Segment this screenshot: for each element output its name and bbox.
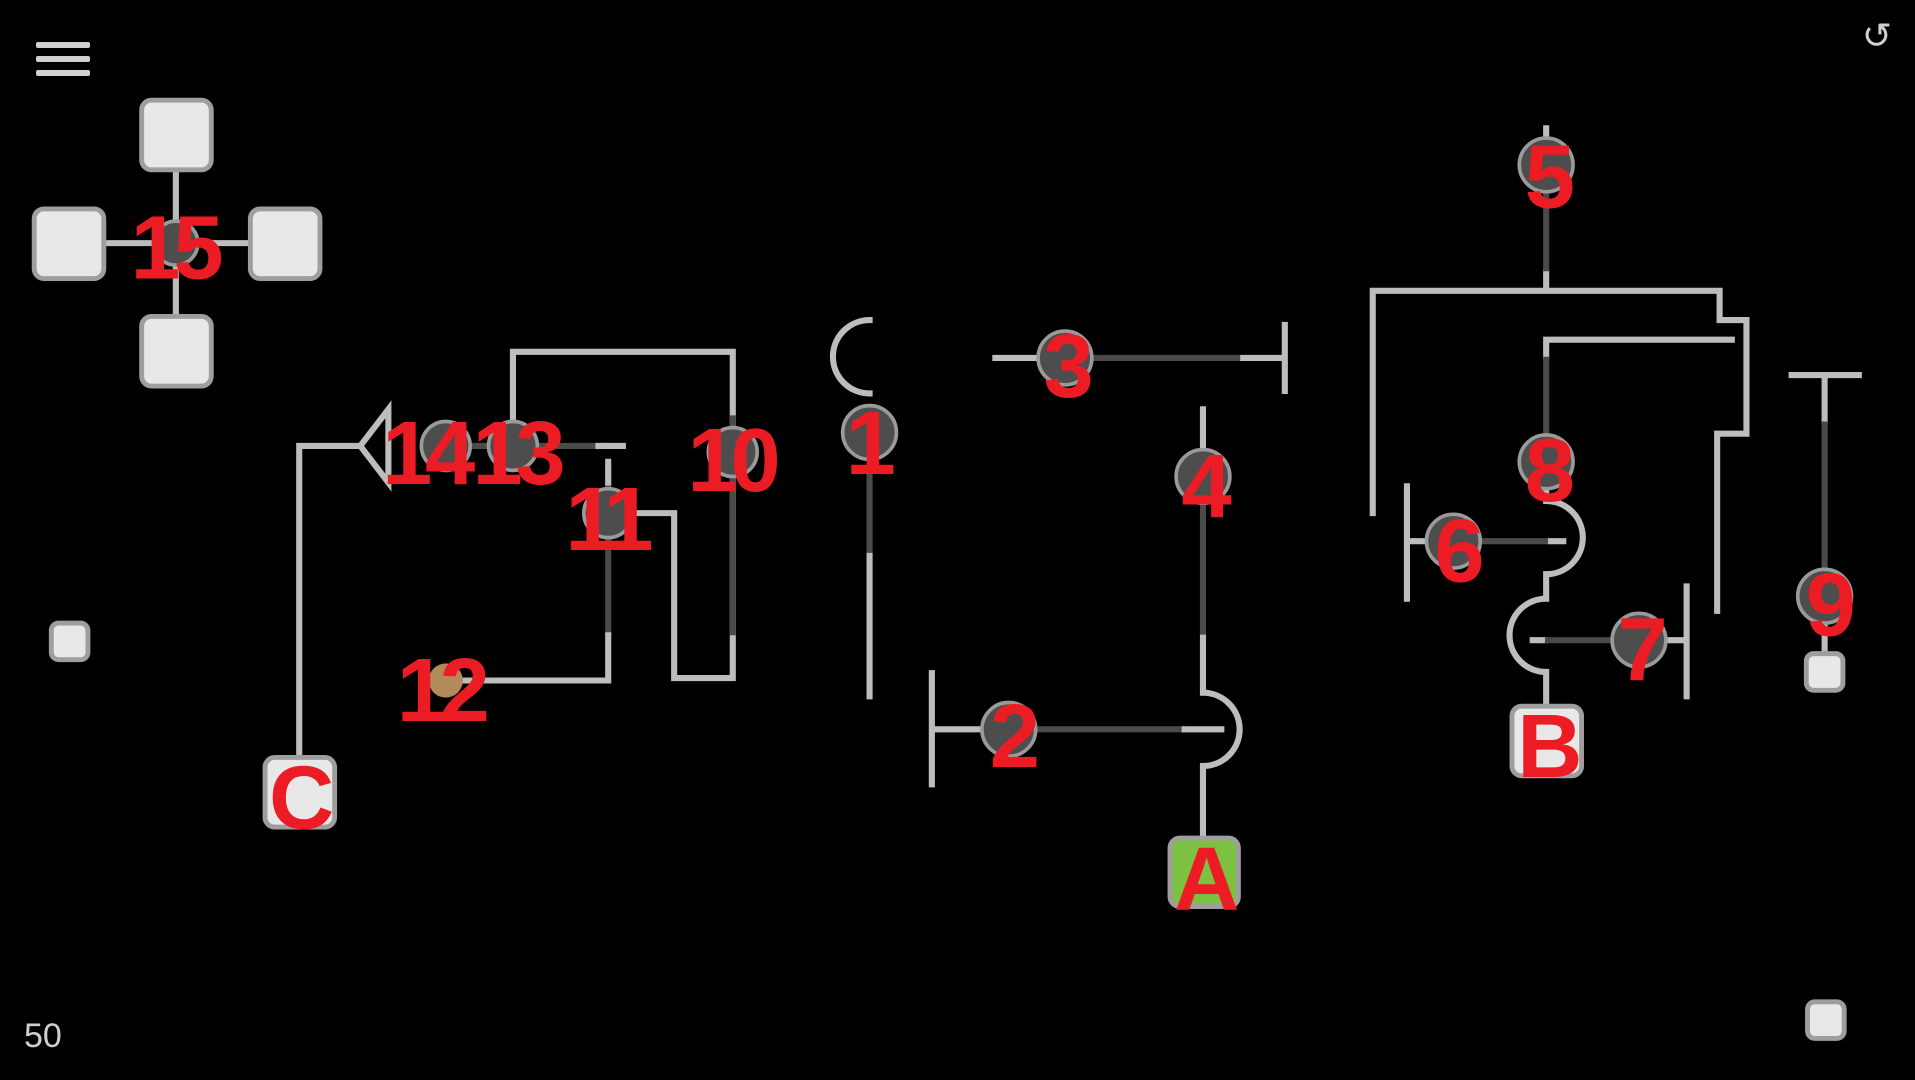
valve-12[interactable] xyxy=(428,663,463,698)
label-7: 7 xyxy=(1618,599,1665,700)
valve-11[interactable] xyxy=(581,486,635,540)
spare-box-bottom-right[interactable] xyxy=(1805,999,1847,1041)
label-13: 13 xyxy=(472,403,562,504)
endpoint-a-goal[interactable] xyxy=(1167,835,1241,909)
valve-5[interactable] xyxy=(1517,136,1575,194)
label-c: C xyxy=(269,747,332,848)
valve-7[interactable] xyxy=(1610,611,1668,669)
valve-3[interactable] xyxy=(1036,329,1094,387)
valve-9[interactable] xyxy=(1795,567,1854,625)
label-15: 15 xyxy=(130,198,221,299)
label-a: A xyxy=(1174,829,1237,930)
valve-6[interactable] xyxy=(1424,512,1483,570)
label-12: 12 xyxy=(397,640,487,741)
endpoint-c[interactable] xyxy=(262,755,338,830)
spare-box-left[interactable] xyxy=(48,620,91,663)
source-box-bottom[interactable] xyxy=(139,313,214,389)
label-5: 5 xyxy=(1525,127,1573,228)
label-8: 8 xyxy=(1525,420,1573,521)
label-3: 3 xyxy=(1044,316,1091,417)
label-2: 2 xyxy=(990,686,1037,787)
valve-15[interactable] xyxy=(152,219,200,267)
valve-4[interactable] xyxy=(1174,447,1232,506)
valve-13[interactable] xyxy=(486,419,540,473)
valve-14[interactable] xyxy=(419,419,473,473)
label-9: 9 xyxy=(1806,554,1853,655)
source-box-left[interactable] xyxy=(31,206,107,281)
hamburger-line xyxy=(36,56,90,62)
label-1: 1 xyxy=(846,393,894,494)
label-10: 10 xyxy=(687,410,777,511)
label-b: B xyxy=(1517,696,1579,797)
spare-box-right[interactable] xyxy=(1803,651,1846,693)
score-counter: 50 xyxy=(24,1017,62,1055)
source-box-top[interactable] xyxy=(139,97,214,173)
label-6: 6 xyxy=(1434,501,1481,602)
valve-2[interactable] xyxy=(980,700,1038,759)
valve-10[interactable] xyxy=(706,425,760,479)
splitter-14[interactable] xyxy=(356,400,392,492)
hamburger-menu-icon xyxy=(36,42,90,48)
source-box-right[interactable] xyxy=(247,206,323,281)
label-11: 11 xyxy=(565,469,651,570)
menu-button[interactable] xyxy=(36,42,90,84)
valve-8[interactable] xyxy=(1517,433,1575,491)
restart-button[interactable]: ↺ xyxy=(1861,15,1893,56)
hamburger-line xyxy=(36,70,90,76)
label-4: 4 xyxy=(1182,436,1232,537)
endpoint-b[interactable] xyxy=(1509,703,1585,779)
node-15-cluster[interactable] xyxy=(31,97,323,389)
label-14: 14 xyxy=(382,403,475,504)
valve-1[interactable] xyxy=(840,403,899,462)
